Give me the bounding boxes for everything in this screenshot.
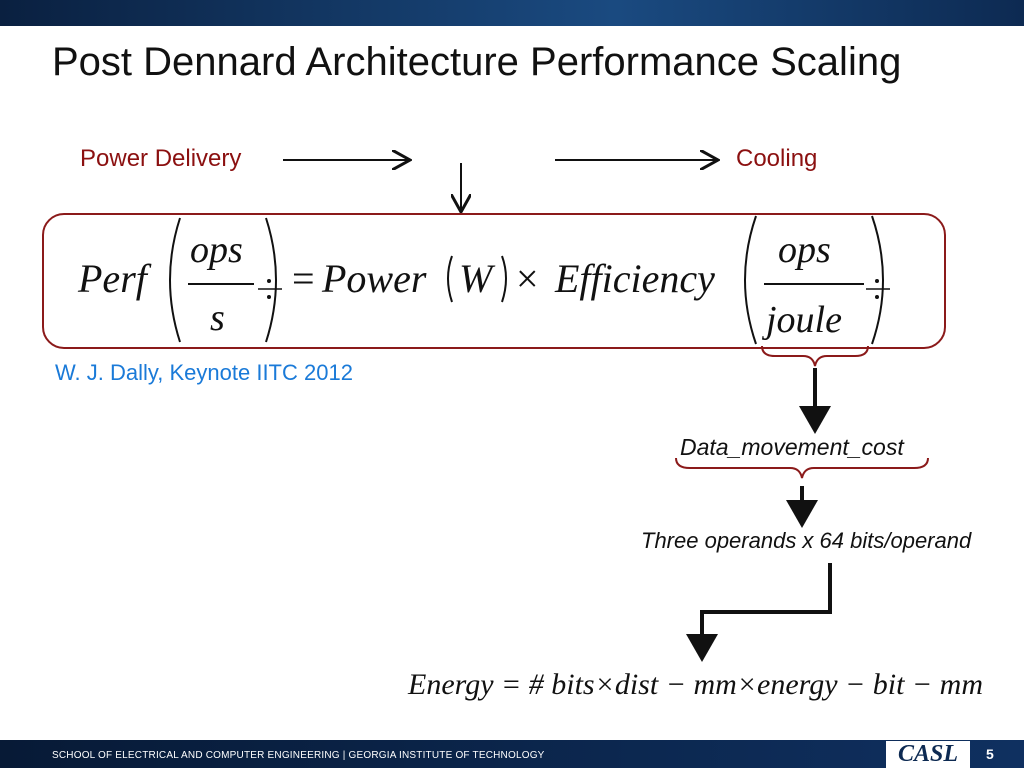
efficiency-brace xyxy=(761,345,869,367)
times-sign: × xyxy=(516,256,539,301)
casl-logo: CASL xyxy=(886,741,970,768)
w-term: W xyxy=(459,256,493,301)
power-term: Power xyxy=(322,256,427,301)
perf-term: Perf xyxy=(78,256,147,301)
s-denominator: s xyxy=(210,297,225,339)
page-number: 5 xyxy=(986,746,994,762)
elbow-arrow xyxy=(686,563,832,662)
formula-box xyxy=(42,213,946,349)
data-movement-brace xyxy=(675,457,929,479)
equals-sign: = xyxy=(292,256,315,301)
operands-text: Three operands x 64 bits/operand xyxy=(641,528,972,553)
energy-formula: Energy = # bits×dist − mm×energy − bit −… xyxy=(408,668,984,701)
ops-numerator: ops xyxy=(190,229,243,271)
efficiency-term: Efficiency xyxy=(555,256,715,301)
slide-title: Post Dennard Architecture Performance Sc… xyxy=(52,40,902,84)
cooling-label: Cooling xyxy=(736,145,818,172)
citation: W. J. Dally, Keynote IITC 2012 xyxy=(55,360,353,385)
footer-bar xyxy=(0,740,1024,768)
top-banner xyxy=(0,0,1024,26)
ops-numerator-2: ops xyxy=(778,229,831,271)
power-delivery-label: Power Delivery xyxy=(80,145,242,172)
data-movement-cost: Data_movement_cost xyxy=(680,434,904,460)
footer-text: SCHOOL OF ELECTRICAL AND COMPUTER ENGINE… xyxy=(52,750,545,761)
joule-denominator: joule xyxy=(766,299,842,341)
